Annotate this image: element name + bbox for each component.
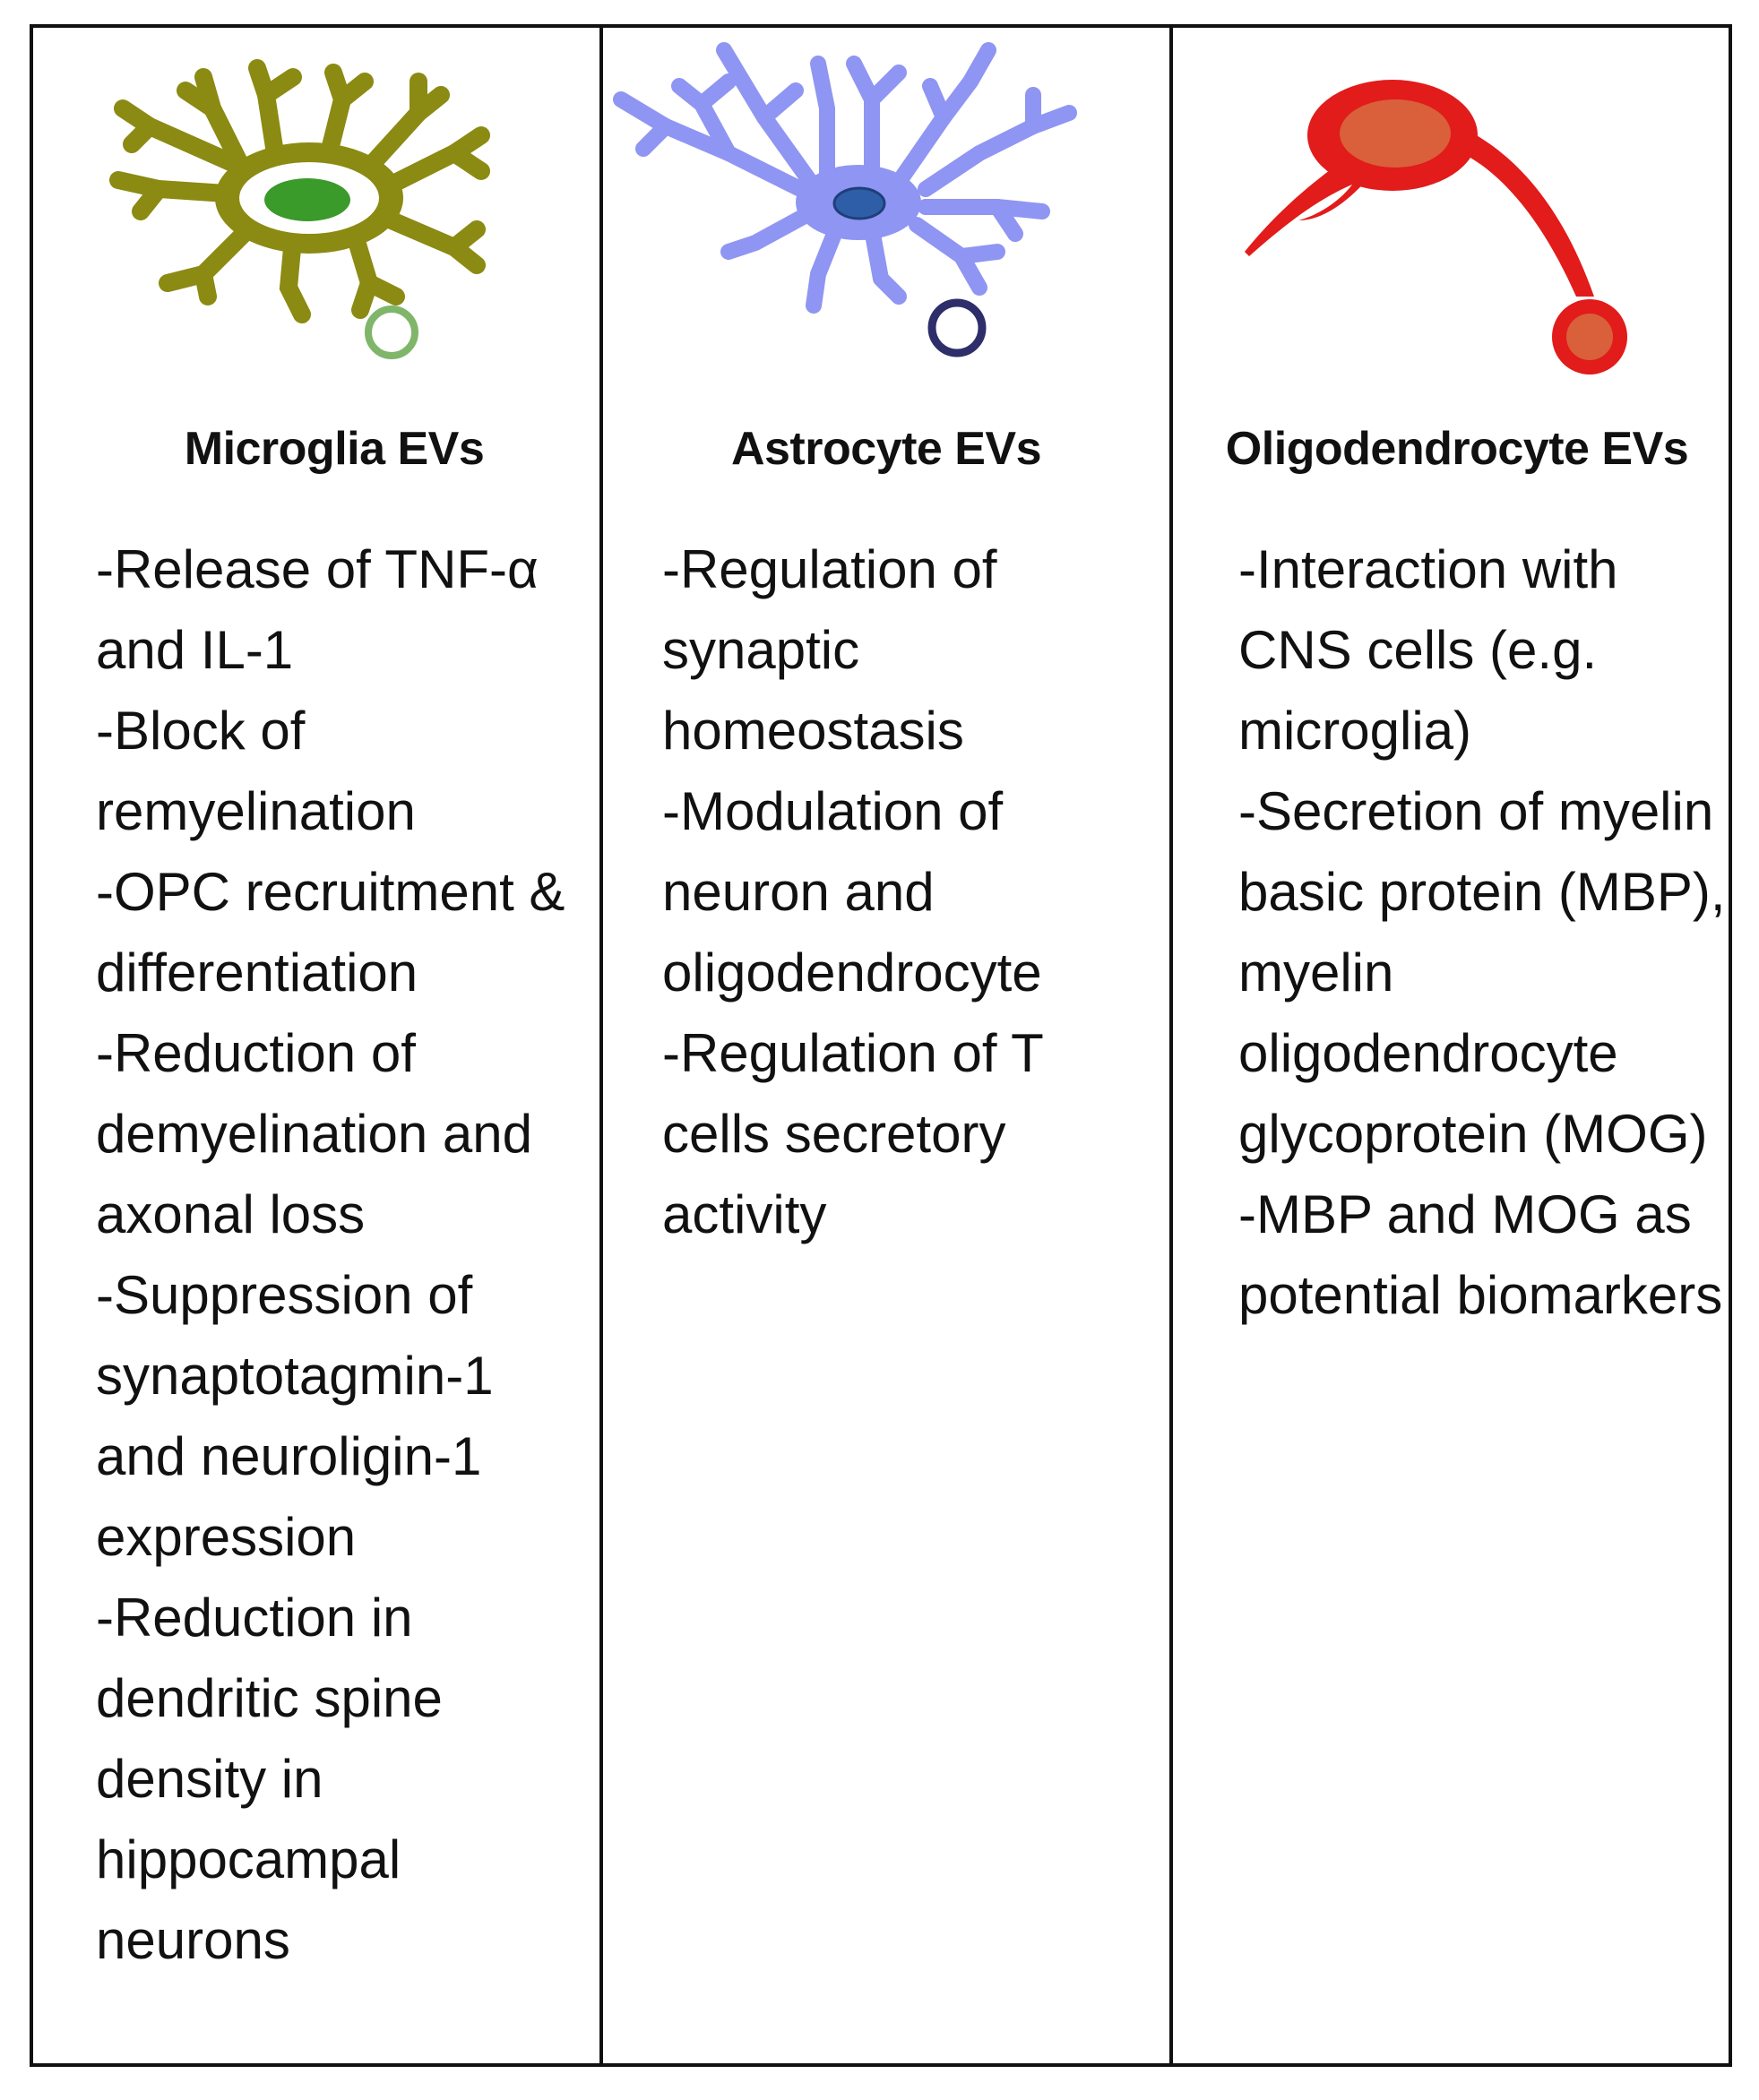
list-item: -Interaction with CNS cells (e.g. microg…: [1238, 539, 1618, 761]
list-item: -Block of remyelination: [96, 701, 416, 841]
column-heading: Oligodendrocyte EVs: [1225, 423, 1689, 475]
microglia-function-list: -Release of TNF-α and IL-1 -Block of rem…: [96, 529, 598, 1981]
list-item: -Secretion of myelin basic protein (MBP)…: [1238, 781, 1726, 1164]
column-oligodendrocyte: Oligodendrocyte EVs -Interaction with CN…: [1169, 28, 1729, 2063]
list-item: -Release of TNF-α and IL-1: [96, 539, 539, 680]
oligodendrocyte-illustration: [1173, 28, 1729, 386]
column-heading: Astrocyte EVs: [730, 423, 1042, 475]
list-item: -Reduction in dendritic spine density in…: [96, 1588, 443, 1970]
list-item: -Regulation of T cells secretory activit…: [662, 1023, 1043, 1244]
list-item: -MBP and MOG as potential biomarkers: [1238, 1184, 1723, 1325]
list-item: -Regulation of synaptic homeostasis: [662, 539, 997, 761]
astrocyte-function-list: -Regulation of synaptic homeostasis -Mod…: [662, 529, 1164, 1255]
microglia-illustration: [33, 28, 599, 386]
oligodendrocyte-cell-icon: [1245, 80, 1594, 297]
vesicle-red-icon: [1552, 299, 1627, 374]
microglia-cell-icon: [109, 59, 490, 323]
column-astrocyte: Astrocyte EVs -Regulation of synaptic ho…: [599, 28, 1169, 2063]
oligodendrocyte-function-list: -Interaction with CNS cells (e.g. microg…: [1238, 529, 1740, 1336]
astrocyte-illustration: [603, 28, 1169, 386]
list-item: -Reduction of demyelination and axonal l…: [96, 1023, 533, 1244]
vesicle-navy-icon: [927, 298, 987, 357]
astrocyte-cell-icon: [613, 42, 1077, 314]
column-heading: Microglia EVs: [184, 423, 485, 475]
list-item: -Modulation of neuron and oligodendrocyt…: [662, 781, 1042, 1003]
vesicle-green-icon: [365, 306, 418, 359]
ev-comparison-table: Microglia EVs -Release of TNF-α and IL-1…: [30, 24, 1732, 2067]
list-item: -Suppression of synaptotagmin-1 and neur…: [96, 1265, 494, 1567]
column-microglia: Microglia EVs -Release of TNF-α and IL-1…: [33, 28, 599, 2063]
list-item: -OPC recruitment & differentiation: [96, 862, 565, 1003]
